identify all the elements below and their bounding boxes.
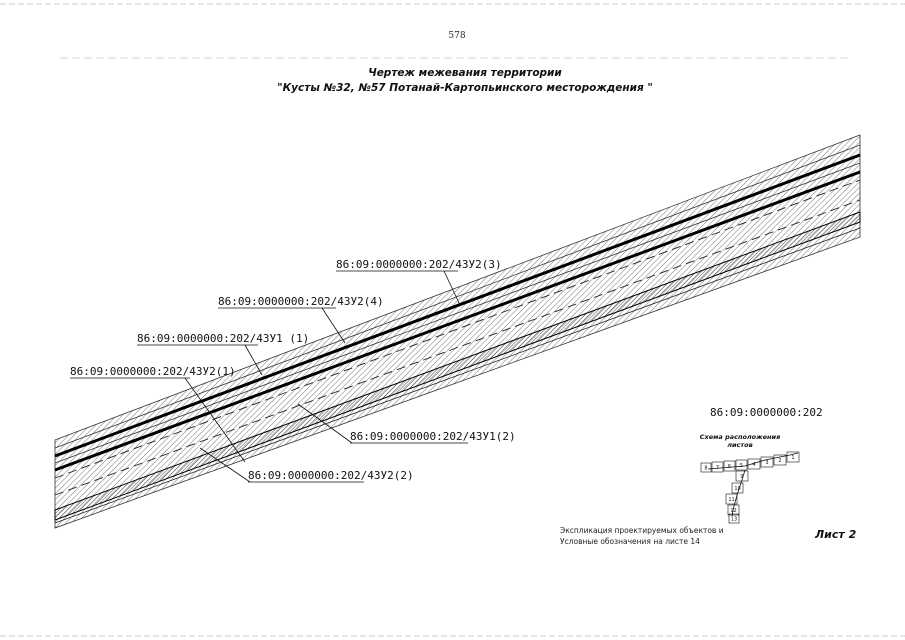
explication-line2: Условные обозначения на листе 14 bbox=[560, 537, 700, 546]
drawing-title-line1: Чертеж межевания территории bbox=[368, 67, 562, 79]
scheme-cell-number: 2 bbox=[778, 458, 781, 464]
scheme-cell: 2 bbox=[773, 454, 787, 466]
corridor-dashed-line-2 bbox=[54, 199, 861, 496]
corridor-dashed-line-1 bbox=[54, 179, 861, 479]
scheme-cell: 5 bbox=[735, 459, 748, 471]
cable-strip bbox=[54, 211, 861, 521]
scheme-cell-number: 4 bbox=[752, 462, 755, 468]
parcel-label-text: 86:09:0000000:202/43У2(3) bbox=[336, 258, 502, 271]
parcel-label-text: 86:09:0000000:202/43У1(2) bbox=[350, 430, 516, 443]
explication-line1: Экспликация проектируемых объектов и bbox=[560, 526, 724, 535]
scheme-cell: 3 bbox=[760, 456, 774, 468]
scheme-cell-box bbox=[725, 493, 738, 505]
corridor-thin-line-2 bbox=[54, 162, 861, 464]
scheme-cell-number: 9 bbox=[740, 474, 743, 480]
sheet-label: Лист 2 bbox=[814, 528, 857, 541]
scheme-cell-box bbox=[727, 504, 740, 516]
corridor-thick-line-1 bbox=[54, 153, 861, 458]
scheme-cell: 10 bbox=[731, 482, 744, 494]
parcel-label-p1: 86:09:0000000:202/43У2(3) bbox=[336, 258, 502, 306]
scheme-cell-box bbox=[760, 456, 774, 468]
scheme-cell: 6 bbox=[723, 460, 736, 472]
parcel-label-p4: 86:09:0000000:202/43У2(1) bbox=[70, 365, 246, 463]
main-parcel-number: 86:09:0000000:202 bbox=[710, 406, 823, 419]
scheme-cell: 7 bbox=[711, 461, 724, 473]
scheme-cell-number: 13 bbox=[731, 517, 737, 523]
scheme-cell-number: 3 bbox=[765, 460, 768, 466]
scheme-route-branch bbox=[731, 469, 746, 517]
scheme-cell: 11 bbox=[725, 493, 738, 505]
corridor-thick-line-2 bbox=[54, 170, 861, 472]
corridor-outer-line bbox=[54, 227, 861, 524]
scheme-cell: 13 bbox=[728, 513, 740, 524]
scheme-cell-box bbox=[786, 451, 800, 463]
parcel-label-text: 86:09:0000000:202/43У2(4) bbox=[218, 295, 384, 308]
corridor-thin-line-1 bbox=[54, 144, 861, 449]
scheme-cell: 4 bbox=[747, 458, 761, 470]
drawing-title-line2: "Кусты №32, №57 Потанай-Картопьинского м… bbox=[277, 82, 653, 94]
scheme-title-line1: Схема расположения bbox=[700, 433, 781, 441]
parcel-label-p2: 86:09:0000000:202/43У2(4) bbox=[218, 295, 384, 344]
scheme-cell: 1 bbox=[786, 451, 800, 463]
parcel-label-p3: 86:09:0000000:202/43У1 (1) bbox=[137, 332, 309, 376]
parcel-label-text: 86:09:0000000:202/43У2(1) bbox=[70, 365, 236, 378]
scheme-cell-number: 8 bbox=[704, 466, 707, 472]
scheme-cell-box bbox=[700, 462, 712, 473]
page-number: 578 bbox=[448, 31, 465, 41]
parcel-label-p6: 86:09:0000000:202/43У2(2) bbox=[199, 447, 414, 483]
corridor-band bbox=[54, 134, 861, 529]
scheme-cell-box bbox=[773, 454, 787, 466]
scheme-cell: 8 bbox=[700, 462, 712, 473]
scheme-route bbox=[707, 452, 799, 470]
scheme-cell-number: 1 bbox=[791, 455, 794, 461]
scheme-cell-box bbox=[747, 458, 761, 470]
scheme-cell-box bbox=[711, 461, 724, 473]
scheme-cell-number: 12 bbox=[730, 508, 736, 514]
parcel-label-text: 86:09:0000000:202/43У2(2) bbox=[248, 469, 414, 482]
parcel-label-p5: 86:09:0000000:202/43У1(2) bbox=[297, 403, 516, 444]
scheme-cell: 12 bbox=[727, 504, 740, 516]
scheme-cell-number: 11 bbox=[728, 497, 734, 503]
scheme-cell-number: 10 bbox=[734, 486, 740, 492]
scheme-cell-box bbox=[723, 460, 736, 472]
scheme-cell-box bbox=[728, 513, 740, 524]
scheme-title-line2: листов bbox=[727, 441, 753, 449]
parcel-label-text: 86:09:0000000:202/43У1 (1) bbox=[137, 332, 309, 345]
